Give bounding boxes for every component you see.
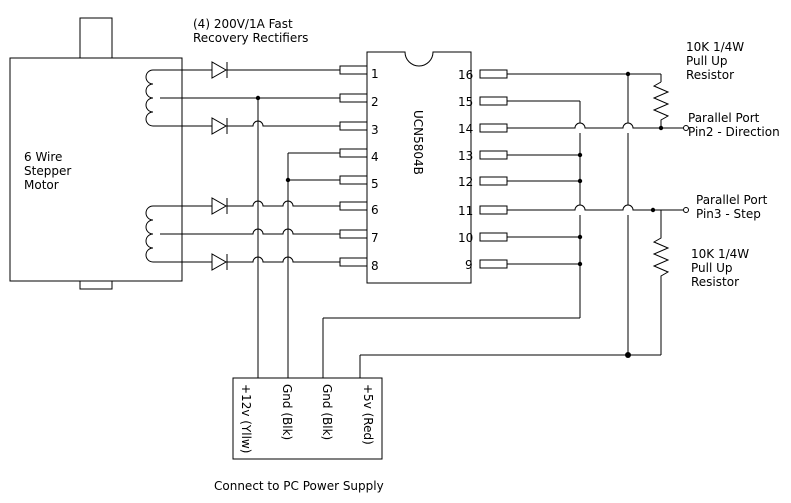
pin-label-3: 3 <box>371 123 379 137</box>
power-pin-12v: +12v (Yllw) <box>239 384 253 453</box>
pin-label-1: 1 <box>371 67 379 81</box>
motor-label-line2: Stepper <box>24 164 71 178</box>
pin-label-10: 10 <box>458 231 473 245</box>
resistor-top-label-line2: Pull Up <box>686 54 728 68</box>
pin-label-13: 13 <box>458 149 473 163</box>
resistor-top-label-line1: 10K 1/4W <box>686 40 744 54</box>
motor-shaft <box>79 17 113 59</box>
pin-label-12: 12 <box>458 175 473 189</box>
motor-foot <box>79 280 113 290</box>
pin-label-8: 8 <box>371 259 379 273</box>
motor-label-line3: Motor <box>24 178 59 192</box>
pin-label-5: 5 <box>371 177 379 191</box>
pin-label-4: 4 <box>371 150 379 164</box>
power-pin-gnd-1: Gnd (Blk) <box>280 384 294 440</box>
chip-right-pins <box>479 69 508 269</box>
power-pin-5v: +5v (Red) <box>361 384 375 445</box>
pin-label-7: 7 <box>371 231 379 245</box>
step-label-line2: Pin3 - Step <box>696 207 761 221</box>
pin-label-14: 14 <box>458 122 473 136</box>
motor-body <box>9 57 183 282</box>
power-pin-gnd-2: Gnd (Blk) <box>320 384 334 440</box>
diodes-label-line1: (4) 200V/1A Fast <box>193 17 293 31</box>
pin-label-11: 11 <box>458 204 473 218</box>
chip-left-pins <box>339 65 368 267</box>
footer-label: Connect to PC Power Supply <box>214 479 384 493</box>
resistor-bottom-label-line2: Pull Up <box>691 261 733 275</box>
diode-2 <box>211 117 228 135</box>
pin-label-2: 2 <box>371 95 379 109</box>
chip-label: UCN5804B <box>411 110 425 175</box>
step-label-line1: Parallel Port <box>696 193 768 207</box>
power-connector-box <box>232 377 383 460</box>
resistor-top <box>652 81 670 128</box>
motor-label-line1: 6 Wire <box>24 150 62 164</box>
ucn5804b-chip <box>366 51 472 284</box>
diode-4 <box>211 253 228 271</box>
direction-label-line1: Parallel Port <box>688 111 760 125</box>
motor-coil-b <box>145 205 182 263</box>
diode-3 <box>211 197 228 215</box>
pin-label-16: 16 <box>458 68 473 82</box>
direction-label-line2: Pin2 - Direction <box>688 125 780 139</box>
diode-1 <box>211 61 228 79</box>
diodes-label-line2: Recovery Rectifiers <box>193 31 308 45</box>
resistor-top-label-line3: Resistor <box>686 68 734 82</box>
pin-label-9: 9 <box>465 258 473 272</box>
pin-label-6: 6 <box>371 203 379 217</box>
resistor-bottom <box>652 209 670 280</box>
pin-label-15: 15 <box>458 95 473 109</box>
motor-coil-a <box>145 69 182 127</box>
resistor-bottom-label-line1: 10K 1/4W <box>691 247 749 261</box>
resistor-bottom-label-line3: Resistor <box>691 275 739 289</box>
